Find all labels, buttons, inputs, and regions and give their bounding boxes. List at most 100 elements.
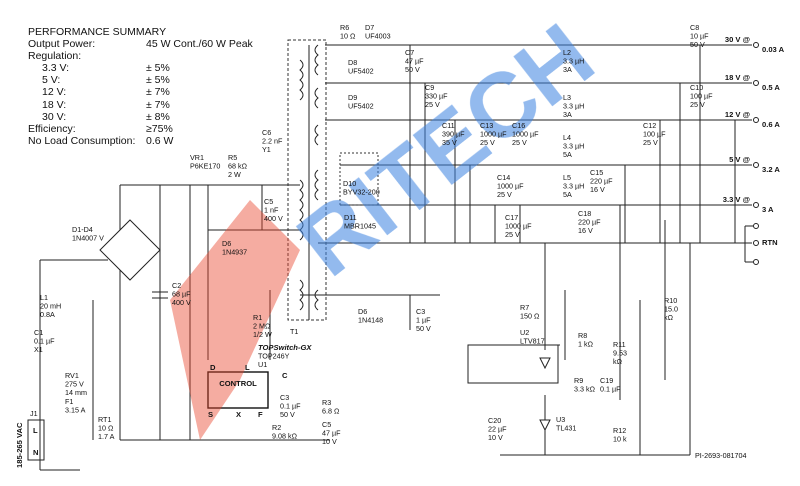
label-c15-0: C15 (590, 168, 603, 177)
label-u1-1: TOP246Y (258, 352, 290, 361)
reg-value: ± 5% (146, 74, 170, 87)
label-c19-1: 0.1 µF (600, 385, 621, 394)
pin-d: D (210, 363, 216, 372)
label-l5-0: L5 (563, 173, 571, 182)
label-c17-1: 1000 µF (505, 222, 532, 231)
reg-rail: 18 V: (42, 98, 67, 111)
reg-rail: 12 V: (42, 86, 67, 99)
label-d9-1: UF5402 (348, 102, 374, 111)
label-l2-0: L2 (563, 48, 571, 57)
label-c13-1: 1000 µF (480, 130, 507, 139)
reg-value: ± 8% (146, 110, 170, 123)
label-c7-1: 47 µF (405, 57, 424, 66)
figure-code: PI-2693-081704 (695, 451, 747, 460)
label-c1-1: 0.1 µF (34, 337, 55, 346)
label-r5-0: R5 (228, 153, 237, 162)
reg-value: ± 7% (146, 98, 170, 111)
label-c12-1: 100 µF (643, 130, 666, 139)
efficiency-label: Efficiency: (28, 122, 76, 135)
label-r1-0: R1 (253, 313, 262, 322)
label-c16-2: 25 V (512, 138, 527, 147)
label-c18-1: 220 µF (578, 218, 601, 227)
label-l5-1: 3.3 µH (563, 182, 584, 191)
label-r1-2: 1/2 W (253, 330, 272, 339)
label-u2-0: U2 (520, 328, 529, 337)
label-rv1-2: 14 mm (65, 388, 87, 397)
label-c10-0: C10 (690, 83, 703, 92)
label-r2-1: 9.08 kΩ (272, 432, 298, 441)
label-d9-0: D9 (348, 93, 357, 102)
label-u1-2: U1 (258, 360, 267, 369)
label-d7-0: D7 (365, 23, 374, 32)
output-current: 3.2 A (762, 165, 780, 174)
label-r11-0: R11 (613, 340, 626, 349)
label-c3b-0: C3 (280, 393, 289, 402)
label-u1-0: TOPSwitch-GX (258, 343, 312, 352)
label-c6-1: 2.2 nF (262, 137, 283, 146)
label-rv1-0: RV1 (65, 371, 79, 380)
label-l4-2: 5A (563, 150, 572, 159)
label-l4-0: L4 (563, 133, 571, 142)
label-c5a-2: 400 V (264, 214, 283, 223)
reg-value: ± 7% (146, 86, 170, 99)
output-current: 0.6 A (762, 120, 780, 129)
label-c12-0: C12 (643, 121, 656, 130)
output-voltage: 5 V @ (729, 155, 750, 164)
watermark: RITECH (170, 5, 612, 440)
output-current: 0.03 A (762, 45, 785, 54)
label-r11-1: 9.53 (613, 349, 627, 358)
label-f1-1: 3.15 A (65, 406, 86, 415)
summary-title: PERFORMANCE SUMMARY (28, 26, 167, 38)
label-c7-0: C7 (405, 48, 414, 57)
pin-s: S (208, 410, 213, 419)
no-load-value: 0.6 W (146, 134, 174, 147)
diode-d10-box (339, 152, 379, 206)
label-t1-0: T1 (290, 327, 298, 336)
control-box (207, 371, 269, 409)
pin-f: F (258, 410, 263, 419)
label-l1-1: 20 mH (40, 302, 61, 311)
label-r8-1: 1 kΩ (578, 340, 594, 349)
label-c3a-1: 1 µF (416, 316, 431, 325)
label-c6-2: Y1 (262, 145, 271, 154)
label-r10-0: R10 (664, 296, 677, 305)
pin-l: L (245, 363, 250, 372)
label-c18-0: C18 (578, 209, 591, 218)
label-c20-0: C20 (488, 416, 501, 425)
label-l2-2: 3A (563, 65, 572, 74)
reg-value: ± 5% (146, 62, 170, 75)
label-c14-2: 25 V (497, 190, 512, 199)
label-c10-2: 25 V (690, 100, 705, 109)
label-r8-0: R8 (578, 331, 587, 340)
label-r9-0: R9 (574, 376, 583, 385)
label-r7-1: 150 Ω (520, 312, 540, 321)
label-r5-2: 2 W (228, 170, 241, 179)
efficiency-value: ≥75% (146, 122, 173, 135)
label-c17-0: C17 (505, 213, 518, 222)
label-c2-0: C2 (172, 281, 181, 290)
label-c1-2: X1 (34, 345, 43, 354)
regulator-u3 (539, 419, 551, 432)
label-c11-1: 390 µF (442, 130, 465, 139)
label-c15-2: 16 V (590, 185, 605, 194)
label-d11-0: D11 (344, 213, 357, 222)
label-c5a-0: C5 (264, 197, 273, 206)
label-rv1-1: 275 V (65, 380, 84, 389)
label-r6-0: R6 (340, 23, 349, 32)
label-r1-1: 2 MΩ (253, 322, 271, 331)
label-c8-1: 10 µF (690, 32, 709, 41)
no-load-label: No Load Consumption: (28, 134, 136, 147)
label-c1-0: C1 (34, 328, 43, 337)
label-j1-0: J1 (30, 409, 38, 418)
label-r7-0: R7 (520, 303, 529, 312)
label-rt1-1: 10 Ω (98, 424, 114, 433)
label-c3b-1: 0.1 µF (280, 402, 301, 411)
label-c2-2: 400 V (172, 298, 191, 307)
label-c9-2: 25 V (425, 100, 440, 109)
label-c13-2: 25 V (480, 138, 495, 147)
label-u3-1: TL431 (556, 424, 576, 433)
label-c2-1: 68 µF (172, 290, 191, 299)
label-l1-2: 0.8A (40, 310, 55, 319)
label-c18-2: 16 V (578, 226, 593, 235)
